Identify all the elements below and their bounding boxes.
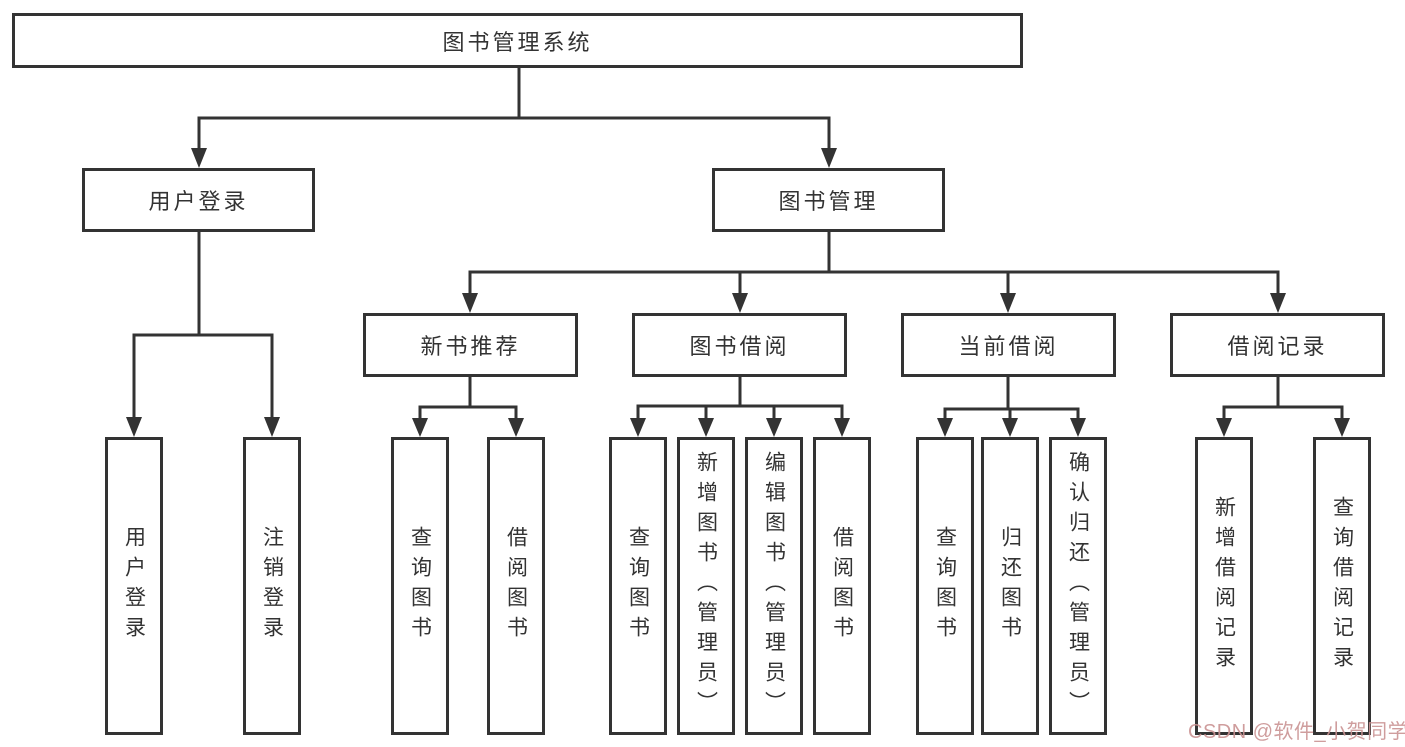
node-user-login: 用户登录 <box>82 168 315 232</box>
node-current-borrow: 当前借阅 <box>901 313 1116 377</box>
arrow-down-icon <box>766 418 782 437</box>
leaf-query-borrow-record: 查询借阅记录 <box>1313 437 1371 735</box>
arrow-down-icon <box>126 417 142 437</box>
leaf-borrow-books-1: 借阅图书 <box>487 437 545 735</box>
connector-borrow-children <box>630 372 850 437</box>
connector-records-children <box>1216 372 1350 437</box>
connector-current-children <box>937 372 1086 437</box>
arrow-down-icon <box>412 418 428 437</box>
leaf-user-login: 用户登录 <box>105 437 163 735</box>
arrow-down-icon <box>834 418 850 437</box>
arrow-down-icon <box>630 418 646 437</box>
node-book-management: 图书管理 <box>712 168 945 232</box>
arrow-down-icon <box>1002 418 1018 437</box>
arrow-down-icon <box>508 418 524 437</box>
leaf-logout: 注销登录 <box>243 437 301 735</box>
arrow-down-icon <box>1000 293 1016 313</box>
leaf-edit-books-admin: 编辑图书（管理员） <box>745 437 803 735</box>
arrow-down-icon <box>1216 418 1232 437</box>
leaf-return-books: 归还图书 <box>981 437 1039 735</box>
node-new-book-recommend: 新书推荐 <box>363 313 578 377</box>
arrow-down-icon <box>1334 418 1350 437</box>
leaf-add-books-admin: 新增图书（管理员） <box>677 437 735 735</box>
leaf-add-borrow-record: 新增借阅记录 <box>1195 437 1253 735</box>
leaf-confirm-return-admin: 确认归还（管理员） <box>1049 437 1107 735</box>
arrow-down-icon <box>191 148 207 168</box>
node-book-borrow: 图书借阅 <box>632 313 847 377</box>
arrow-down-icon <box>462 293 478 313</box>
leaf-query-books-3: 查询图书 <box>916 437 974 735</box>
leaf-query-books-1: 查询图书 <box>391 437 449 735</box>
connector-book-mgmt-to-level3 <box>462 228 1286 313</box>
arrow-down-icon <box>264 417 280 437</box>
connector-root-to-level2 <box>191 66 837 168</box>
connector-user-login-children <box>126 228 280 437</box>
arrow-down-icon <box>937 418 953 437</box>
arrow-down-icon <box>698 418 714 437</box>
arrow-down-icon <box>1070 418 1086 437</box>
leaf-borrow-books-2: 借阅图书 <box>813 437 871 735</box>
arrow-down-icon <box>1270 293 1286 313</box>
node-borrow-records: 借阅记录 <box>1170 313 1385 377</box>
leaf-query-books-2: 查询图书 <box>609 437 667 735</box>
connector-new-book-children <box>412 372 524 437</box>
node-system-root: 图书管理系统 <box>12 13 1023 68</box>
arrow-down-icon <box>821 148 837 168</box>
csdn-watermark: CSDN @软件_小贺同学 <box>1188 721 1405 743</box>
arrow-down-icon <box>732 293 748 313</box>
